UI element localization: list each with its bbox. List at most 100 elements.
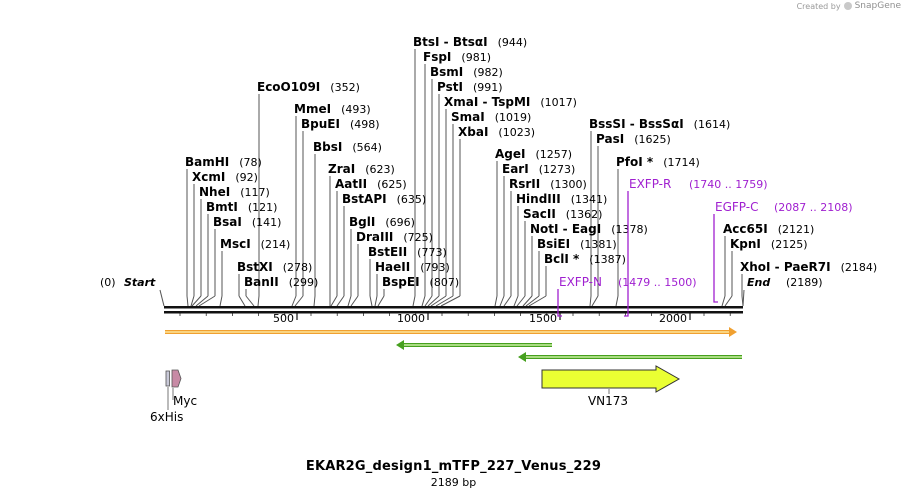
site-position: (1017) — [540, 96, 577, 109]
feature-label-myc: Myc — [173, 394, 197, 408]
snapgene-logo-icon — [843, 2, 852, 10]
site-name: RsrII — [509, 177, 540, 191]
site-haeii[interactable]: HaeII(793) — [375, 260, 450, 274]
site-name: BspEI — [382, 275, 420, 289]
site-nhei[interactable]: NheI(117) — [199, 185, 270, 199]
site-psti[interactable]: PstI(991) — [437, 80, 503, 94]
site-position: (1387) — [589, 253, 626, 266]
site-bsai[interactable]: BsaI(141) — [213, 215, 281, 229]
ruler-label-2000: 2000 — [659, 312, 687, 325]
site-cut-bstxi — [238, 295, 246, 307]
site-cut-bstapi — [336, 295, 345, 307]
primer-annotations[interactable]: EXFP-N(1479 .. 1500)EXFP-R(1740 .. 1759)… — [557, 177, 853, 317]
site-position: (944) — [498, 36, 528, 49]
site-bsiei[interactable]: BsiEI(1381) — [537, 237, 617, 251]
site-hindiii[interactable]: HindIII(1341) — [516, 192, 607, 206]
orf-full-forward[interactable] — [165, 327, 737, 337]
site-xcmi[interactable]: XcmI(92) — [192, 170, 258, 184]
site-bspei[interactable]: BspEI (807) — [382, 275, 459, 289]
site-smai[interactable]: SmaI(1019) — [451, 110, 531, 124]
site-bpuei[interactable]: BpuEI(498) — [301, 117, 380, 131]
site-noti-eagi[interactable]: NotI - EagI(1378) — [530, 222, 648, 236]
site-xbai[interactable]: XbaI(1023) — [458, 125, 535, 139]
start-label[interactable]: Start — [124, 276, 156, 289]
primer-exfp-n[interactable]: EXFP-N(1479 .. 1500) — [557, 275, 697, 317]
site-mmei[interactable]: MmeI(493) — [294, 102, 371, 116]
site-name: DraIII — [356, 230, 393, 244]
site-position: (1300) — [550, 178, 587, 191]
site-rsrii[interactable]: RsrII (1300) — [509, 177, 587, 191]
site-position: (498) — [350, 118, 380, 131]
site-acc65i[interactable]: Acc65I(2121) — [723, 222, 814, 236]
primer-egfp-c[interactable]: EGFP-C(2087 .. 2108) — [713, 200, 853, 303]
site-pfoi[interactable]: PfoI *(1714) — [616, 155, 700, 169]
feature-6xhis[interactable]: 6xHis — [150, 370, 183, 424]
site-name: BglI — [349, 215, 375, 229]
site-bcli[interactable]: BclI *(1387) — [544, 252, 626, 266]
site-kpni[interactable]: KpnI(2125) — [730, 237, 807, 251]
site-bsssi-bsss-i[interactable]: BssSI - BssSαI(1614) — [589, 117, 730, 131]
orf-reverse-long[interactable] — [518, 352, 742, 362]
site-bgli[interactable]: BglI(696) — [349, 215, 415, 229]
site-cut-bbsi — [313, 295, 316, 307]
site-name: XhoI - PaeR7I — [740, 260, 831, 274]
orf-reverse-short[interactable] — [396, 340, 552, 350]
feature-myc[interactable]: Myc — [171, 369, 197, 408]
site-cut-fspi — [421, 295, 426, 307]
site-position: (121) — [248, 201, 278, 214]
site-msci[interactable]: MscI (214) — [220, 237, 290, 251]
site-position: (807) — [430, 276, 460, 289]
site-position: (1019) — [495, 111, 532, 124]
site-bstxi[interactable]: BstXI(278) — [237, 260, 312, 274]
site-cut-agei — [494, 295, 498, 307]
site-cut-psti — [427, 295, 440, 307]
site-name: Acc65I — [723, 222, 768, 236]
end-label[interactable]: End — [747, 276, 770, 289]
site-cut-pasi — [591, 295, 599, 307]
site-position: (214) — [261, 238, 291, 251]
feature-vn173[interactable]: VN173 — [541, 365, 681, 408]
site-name: HaeII — [375, 260, 410, 274]
site-agei[interactable]: AgeI(1257) — [495, 147, 572, 161]
site-sacii[interactable]: SacII(1362) — [523, 207, 602, 221]
site-btsi-bts-i[interactable]: BtsI - BtsαI(944) — [413, 35, 527, 49]
primer-range: (1479 .. 1500) — [618, 276, 697, 289]
primer-bracket — [713, 214, 718, 303]
site-zrai[interactable]: ZraI(623) — [328, 162, 395, 176]
site-pasi[interactable]: PasI(1625) — [596, 132, 671, 146]
site-name: BmtI — [206, 200, 238, 214]
site-banii[interactable]: BanII(299) — [244, 275, 318, 289]
site-bmti[interactable]: BmtI (121) — [206, 200, 277, 214]
site-eari[interactable]: EarI(1273) — [502, 162, 575, 176]
site-position: (352) — [330, 81, 360, 94]
site-bsteii[interactable]: BstEII(773) — [368, 245, 447, 259]
site-leader-lines — [159, 49, 745, 307]
primer-exfp-r[interactable]: EXFP-R(1740 .. 1759) — [624, 177, 768, 317]
site-name: XbaI — [458, 125, 488, 139]
site-bstapi[interactable]: BstAPI(635) — [342, 192, 426, 206]
site-position: (141) — [252, 216, 282, 229]
site-bbsi[interactable]: BbsI(564) — [313, 140, 382, 154]
site-name: MscI — [220, 237, 251, 251]
site-position: (2184) — [841, 261, 878, 274]
site-position: (1625) — [634, 133, 671, 146]
snapgene-credit: Created by SnapGene — [797, 1, 901, 11]
site-cut-haeii — [374, 295, 378, 307]
site-aatii[interactable]: AatII(625) — [335, 177, 407, 191]
ruler-label-1000: 1000 — [397, 312, 425, 325]
site-bsmi[interactable]: BsmI(982) — [430, 65, 503, 79]
dna-backbone[interactable] — [164, 306, 743, 314]
site-ecoo109i[interactable]: EcoO109I(352) — [257, 80, 360, 94]
site-draiii[interactable]: DraIII(725) — [356, 230, 433, 244]
site-xmai-tspmi[interactable]: XmaI - TspMI(1017) — [444, 95, 577, 109]
feature-label-6xhis: 6xHis — [150, 410, 183, 424]
site-xhoi-paer7i[interactable]: XhoI - PaeR7I (2184) — [740, 260, 877, 274]
site-cut-bsmi — [424, 295, 433, 307]
site-position: (1257) — [535, 148, 572, 161]
site-fspi[interactable]: FspI(981) — [423, 50, 491, 64]
site-bamhi[interactable]: BamHI(78) — [185, 155, 262, 169]
site-cut-nhei — [191, 295, 202, 307]
site-name: BsmI — [430, 65, 463, 79]
site-cut-bspei — [377, 295, 385, 307]
